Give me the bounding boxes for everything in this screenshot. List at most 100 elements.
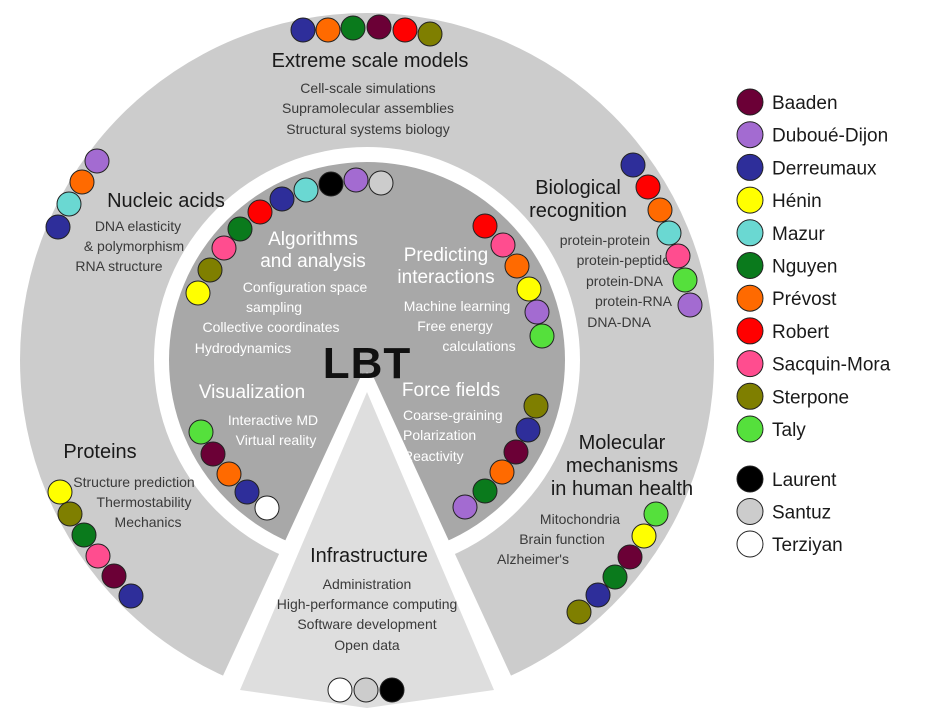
legend-swatch-henin — [736, 186, 764, 214]
algorithms-line-1: Configuration space — [243, 279, 368, 295]
predicting-line-2: Free energy — [417, 318, 492, 334]
molecular-title-3: in human health — [551, 478, 693, 500]
legend: BaadenDuboué-DijonDerreumauxHéninMazurNg… — [736, 88, 891, 558]
nucleic-title: Nucleic acids — [107, 190, 225, 212]
dot-algo-duboue — [343, 167, 369, 193]
divider-right — [362, 372, 524, 708]
dot-algo-robert — [247, 199, 273, 225]
dot-proteins-sterpone — [57, 501, 83, 527]
dot-ff-duboue — [452, 494, 478, 520]
legend-swatch-taly — [736, 415, 764, 443]
algorithms-line-3: Collective coordinates — [203, 319, 340, 335]
legend-label-sacquin-mora: Sacquin-Mora — [772, 355, 891, 376]
legend-swatch-prevost — [736, 284, 764, 312]
extreme-title: Extreme scale models — [272, 50, 469, 72]
dot-proteins-nguyen — [71, 522, 97, 548]
legend-item-baaden: Baaden — [736, 88, 838, 116]
dot-recog-derreumaux — [620, 152, 646, 178]
algorithms-title-2: and analysis — [260, 251, 366, 272]
dot-algo-santuz — [368, 170, 394, 196]
proteins-line-1: Structure prediction — [73, 474, 194, 490]
legend-swatch-derreumaux — [736, 153, 764, 181]
legend-item-prevost: Prévost — [736, 284, 837, 312]
dot-algo-henin — [185, 280, 211, 306]
dot-ff-derreumaux — [515, 417, 541, 443]
legend-label-prevost: Prévost — [772, 289, 837, 310]
proteins-title: Proteins — [63, 441, 136, 463]
legend-item-laurent: Laurent — [736, 465, 837, 493]
algorithms-line-4: Hydrodynamics — [195, 340, 291, 356]
dot-infra-santuz — [353, 677, 379, 703]
molecular-line-3: Alzheimer's — [497, 551, 569, 567]
dot-infra-laurent — [379, 677, 405, 703]
dot-ff-sterpone — [523, 393, 549, 419]
recognition-line-5: DNA-DNA — [587, 314, 651, 330]
recognition-line-4: protein-RNA — [595, 293, 673, 309]
infrastructure-line-4: Open data — [334, 637, 400, 653]
legend-item-terziyan: Terziyan — [736, 530, 843, 558]
dot-pred-henin — [516, 276, 542, 302]
molecular-line-2: Brain function — [519, 531, 605, 547]
infrastructure-section: Infrastructure Administration High-perfo… — [277, 545, 458, 653]
legend-item-sterpone: Sterpone — [736, 382, 849, 410]
legend-item-nguyen: Nguyen — [736, 252, 838, 279]
infrastructure-title: Infrastructure — [310, 545, 428, 567]
dot-mol-taly — [643, 501, 669, 527]
dot-extreme-prevost — [315, 17, 341, 43]
predicting-title-2: interactions — [397, 267, 494, 288]
dot-mol-henin — [631, 523, 657, 549]
predicting-title-1: Predicting — [404, 245, 489, 266]
dot-vis-derreumaux — [234, 479, 260, 505]
nucleic-acids-section: Nucleic acids DNA elasticity & polymorph… — [75, 190, 224, 274]
proteins-line-2: Thermostability — [97, 494, 192, 510]
legend-label-santuz: Santuz — [772, 503, 831, 524]
recognition-title-1: Biological — [535, 177, 621, 199]
dot-extreme-derreumaux — [290, 17, 316, 43]
legend-swatch-santuz — [736, 498, 764, 525]
molecular-line-1: Mitochondria — [540, 511, 620, 527]
dot-recog-mazur — [656, 220, 682, 246]
dot-extreme-baaden — [366, 14, 392, 40]
dot-algo-laurent — [318, 171, 344, 197]
dot-extreme-robert — [392, 17, 418, 43]
dot-nucleic-duboue — [84, 148, 110, 174]
extreme-line-1: Cell-scale simulations — [300, 80, 435, 96]
algorithms-title-1: Algorithms — [268, 229, 358, 250]
legend-label-mazur: Mazur — [772, 224, 825, 245]
dot-mol-sterpone — [566, 599, 592, 625]
dot-ff-prevost — [489, 459, 515, 485]
dot-proteins-henin — [47, 479, 73, 505]
recognition-line-3: protein-DNA — [586, 273, 664, 289]
visualization-line-2: Virtual reality — [236, 432, 317, 448]
recognition-title-2: recognition — [529, 200, 627, 222]
dot-extreme-nguyen — [340, 15, 366, 41]
infrastructure-line-3: Software development — [297, 616, 436, 632]
dot-mol-baaden — [617, 544, 643, 570]
legend-item-henin: Hénin — [736, 186, 822, 214]
legend-swatch-baaden — [736, 88, 764, 116]
dot-nucleic-prevost — [69, 169, 95, 195]
legend-label-taly: Taly — [772, 420, 806, 441]
legend-label-robert: Robert — [772, 322, 830, 343]
dot-recog-duboue — [677, 292, 703, 318]
legend-label-henin: Hénin — [772, 191, 822, 212]
legend-label-laurent: Laurent — [772, 470, 837, 491]
dot-proteins-baaden — [101, 563, 127, 589]
dot-algo-mazur — [293, 177, 319, 203]
nucleic-line-2: & polymorphism — [84, 238, 184, 254]
infrastructure-line-1: Administration — [323, 576, 412, 592]
legend-label-sterpone: Sterpone — [772, 387, 849, 408]
legend-label-terziyan: Terziyan — [772, 535, 843, 556]
force-fields-section: Force fields Coarse-graining Polarizatio… — [402, 380, 503, 464]
visualization-section: Visualization Interactive MD Virtual rea… — [199, 382, 318, 448]
legend-label-derreumaux: Derreumaux — [772, 158, 877, 179]
dot-pred-duboue — [524, 299, 550, 325]
legend-swatch-robert — [736, 317, 764, 345]
legend-item-duboue-dijon: Duboué-Dijon — [736, 121, 888, 149]
visualization-line-1: Interactive MD — [228, 412, 318, 428]
predicting-section: Predicting interactions Machine learning… — [397, 245, 515, 354]
legend-swatch-terziyan — [736, 530, 764, 558]
predicting-line-3: calculations — [442, 338, 515, 354]
legend-swatch-sterpone — [736, 382, 764, 410]
